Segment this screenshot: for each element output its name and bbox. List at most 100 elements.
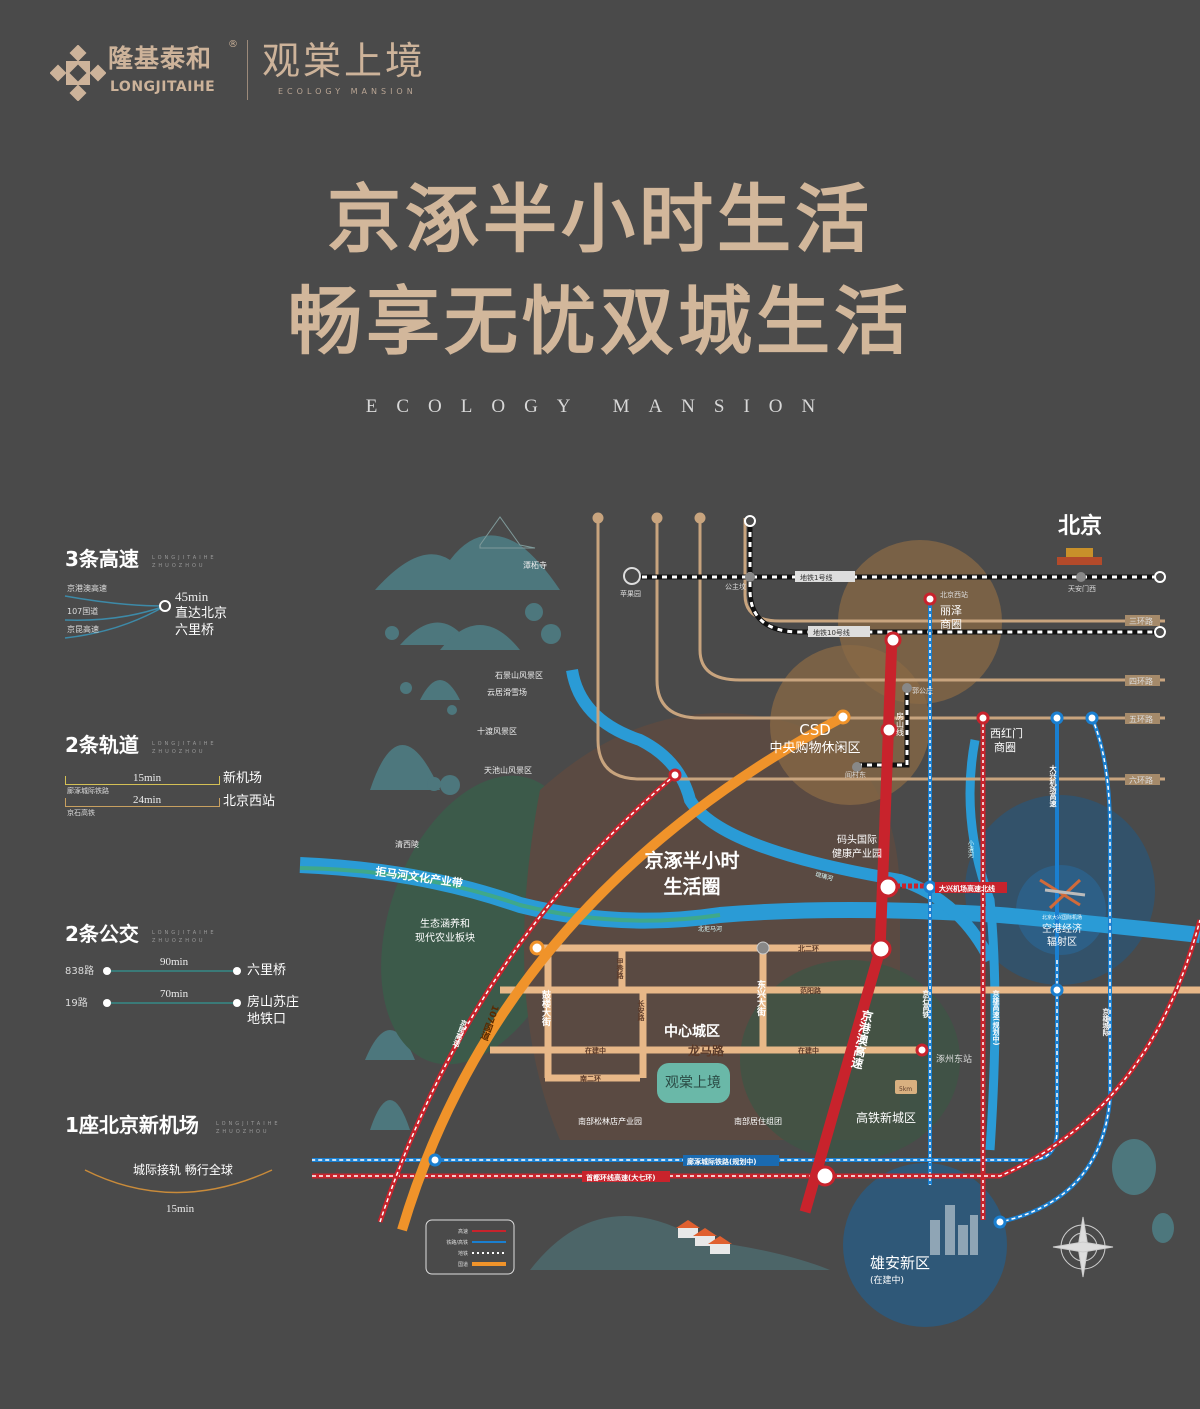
district-label: 空港经济 — [1042, 922, 1082, 935]
map-legend: 高速 铁路/高铁 地铁 国道 — [425, 1219, 515, 1275]
airport-slogan: 城际接轨 畅行全球 — [133, 1163, 233, 1177]
district-label: 辐射区 — [1047, 935, 1077, 948]
en-tag-2: ZHUOZHOU — [152, 563, 206, 569]
highway-time: 45min — [175, 589, 209, 604]
rail-name: 京石高铁 — [67, 809, 95, 817]
rails-title: 2条轨道 — [65, 733, 139, 757]
district-label: 码头国际 — [837, 834, 877, 846]
scenic-label: 石景山风景区 — [495, 670, 543, 680]
logo-divider — [247, 40, 248, 100]
junction-nodes — [428, 592, 1099, 1229]
buses-title: 2条公交 — [65, 922, 139, 946]
district-label: 商圈 — [940, 617, 962, 631]
airport-inner — [1016, 865, 1106, 955]
map-labels: 北京 三环路 四环路 五环路 六环路 地铁1号线 地铁10号线 房山线 苹果园 … — [375, 513, 1160, 1286]
district-label: 北京大兴国际机场 — [1042, 914, 1082, 921]
brand-name-en: LONGJITAIHE — [110, 79, 216, 95]
local-road-label: 南二环 — [580, 1074, 601, 1083]
station-label: 天安门西 — [1068, 584, 1096, 593]
xiongan-buildings-icon — [930, 1205, 978, 1255]
bus-name: 838路 — [65, 966, 95, 977]
brand-logo-icon — [49, 44, 107, 102]
city-label: 北京 — [1058, 513, 1102, 539]
airport-icon — [1039, 878, 1086, 910]
project-name-cn: 观棠上境 — [262, 39, 427, 83]
district-label: 南部松林店产业园 — [578, 1116, 642, 1126]
local-road-label: 东兴大街 — [755, 979, 767, 1017]
station-label: 阎村东 — [845, 770, 866, 779]
en-tag-1: LONGJITAIHE — [152, 555, 217, 561]
legend-label: 铁路/高铁 — [446, 1239, 468, 1246]
bus-dest: 六里桥 — [247, 963, 287, 978]
scenic-label: 清西陵 — [395, 839, 419, 849]
headline-line1: 京涿半小时生活 — [327, 177, 873, 263]
section-en-tag: LONGJITAIHE ZHUOZHOU — [216, 1120, 281, 1136]
subway-label: 房山线 — [896, 711, 905, 736]
district-label: 京涿半小时 — [644, 849, 739, 872]
headline-subtitle: ECOLOGY MANSION — [365, 396, 835, 417]
bus-lines — [103, 967, 241, 1007]
station-label: 北京西站 — [940, 590, 968, 599]
highway-label: 京石高铁 — [922, 989, 931, 1019]
rail-dest: 北京西站 — [223, 794, 276, 809]
ring-label: 六环路 — [1129, 775, 1153, 785]
rail-dest: 新机场 — [223, 771, 263, 786]
highway-label: 大兴机场高速北线 — [939, 884, 995, 893]
bus-time: 90min — [160, 956, 189, 968]
en-tag-2: ZHUOZHOU — [152, 938, 206, 944]
station-label: 郭公庄 — [912, 686, 933, 695]
subway-label: 地铁1号线 — [800, 573, 832, 582]
local-road-label: 鼓楼大街 — [540, 989, 552, 1027]
highway-label: 大兴机场高速 — [1049, 764, 1057, 808]
en-tag-1: LONGJITAIHE — [216, 1121, 281, 1127]
scenic-label: 潭柘寺 — [523, 560, 547, 570]
subway-label: 地铁10号线 — [813, 628, 850, 637]
road-label: 107国道 — [67, 607, 99, 616]
district-label: 中央购物休闲区 — [769, 740, 860, 756]
mountains-decoration — [365, 535, 1174, 1270]
highway-dest: 六里桥 — [175, 623, 215, 638]
district-label: 健康产业园 — [832, 847, 882, 860]
river-label: 小清河 — [967, 839, 974, 858]
airport-time: 15min — [166, 1203, 195, 1215]
xiongan-zone — [843, 1163, 1007, 1327]
rail-time: 24min — [133, 794, 162, 806]
river-green — [299, 866, 721, 923]
highway-label: 京雄高速(规划中) — [992, 989, 1001, 1045]
district-label: 现代农业板块 — [415, 931, 475, 944]
rail-name: 廊涿城际铁路 — [67, 787, 109, 795]
station-label: 公主坟 — [725, 582, 746, 591]
brand-name-cn: 隆基泰和 — [108, 44, 213, 73]
scenic-label: 云居滑雪场 — [487, 687, 527, 697]
rail-bracket — [65, 776, 220, 785]
district-label: (在建中) — [870, 1274, 904, 1286]
ring-label: 四环路 — [1129, 676, 1153, 686]
road-label: 京港澳高速 — [67, 584, 107, 593]
en-tag-1: LONGJITAIHE — [152, 741, 217, 747]
station-label: 苹果园 — [620, 589, 641, 598]
district-label: 丽泽 — [940, 604, 962, 617]
district-label: 生态涵养和 — [420, 917, 470, 930]
headline-line2: 畅享无忧双城生活 — [288, 279, 912, 365]
legend-label: 国道 — [458, 1261, 468, 1268]
scenic-label: 天池山风景区 — [484, 765, 532, 775]
bus-dest: 地铁口 — [247, 1012, 287, 1027]
road-label: 京昆高速 — [67, 625, 99, 634]
section-en-tag: LONGJITAIHE ZHUOZHOU — [152, 554, 217, 570]
highway-dest: 直达北京 — [175, 606, 228, 621]
project-marker — [657, 1063, 730, 1103]
registered-mark: ® — [228, 39, 238, 50]
compass-icon — [1052, 1216, 1114, 1278]
district-label: 生活圈 — [663, 875, 720, 898]
ring-label: 三环路 — [1129, 616, 1153, 626]
district-label: 高铁新城区 — [856, 1110, 916, 1125]
highways-title: 3条高速 — [65, 547, 139, 571]
ring-label: 五环路 — [1129, 714, 1153, 724]
local-road-label: 甲秀路 — [616, 958, 625, 980]
en-tag-2: ZHUOZHOU — [152, 749, 206, 755]
en-tag-2: ZHUOZHOU — [216, 1129, 270, 1135]
local-road-label: 范阳路 — [800, 986, 822, 995]
local-road-label: 北二环 — [798, 944, 819, 953]
